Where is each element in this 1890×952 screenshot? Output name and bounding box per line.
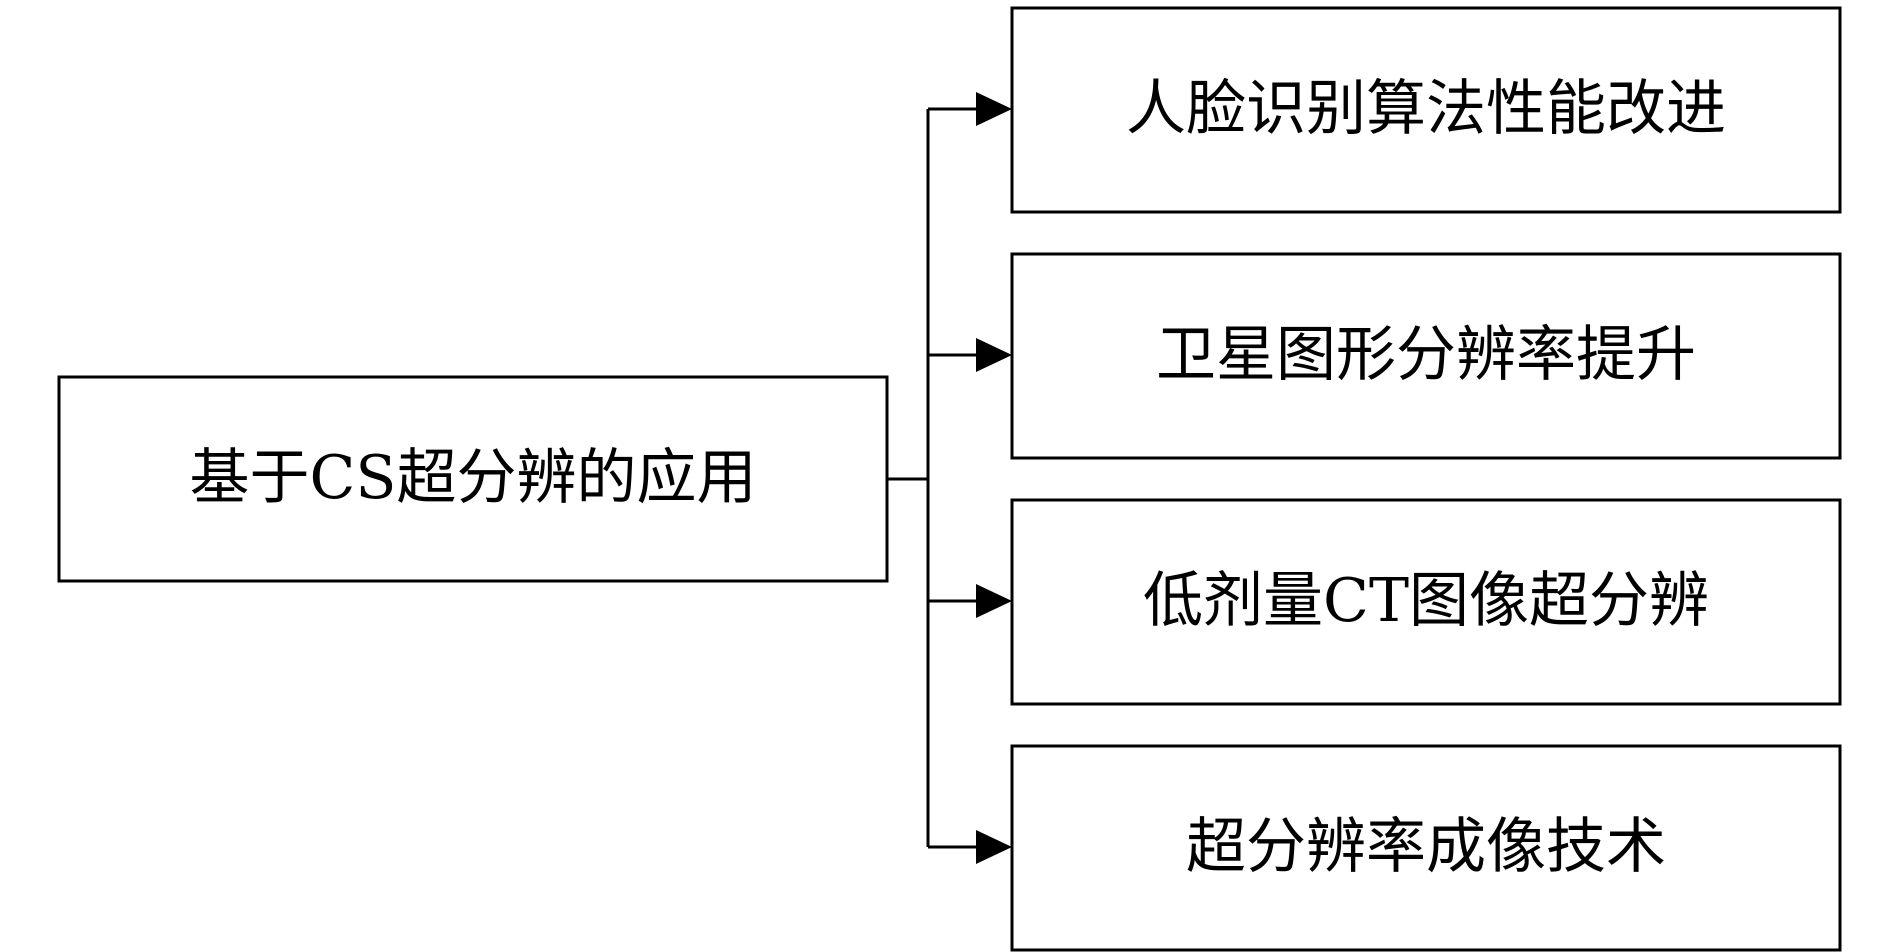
child-node-label: 超分辨率成像技术	[1186, 812, 1666, 882]
child-node-4: 超分辨率成像技术	[1010, 744, 1842, 952]
root-node-label: 基于CS超分辨的应用	[189, 443, 756, 513]
child-node-1: 人脸识别算法性能改进	[1010, 6, 1842, 214]
child-node-box	[1010, 744, 1842, 952]
child-node-3: 低剂量CT图像超分辨	[1010, 498, 1842, 706]
child-node-label: 人脸识别算法性能改进	[1126, 74, 1726, 144]
arrowhead-2	[976, 338, 1012, 372]
child-node-label: 卫星图形分辨率提升	[1156, 320, 1696, 390]
arrowhead-1	[976, 92, 1012, 126]
child-node-box	[1010, 252, 1842, 460]
child-node-2: 卫星图形分辨率提升	[1010, 252, 1842, 460]
child-node-box	[1010, 6, 1842, 214]
child-node-label: 低剂量CT图像超分辨	[1143, 566, 1709, 636]
arrowhead-3	[976, 584, 1012, 618]
child-node-box	[1010, 498, 1842, 706]
connectors	[887, 92, 1012, 864]
root-node-box	[57, 375, 889, 583]
root-node: 基于CS超分辨的应用	[57, 375, 889, 583]
arrowhead-4	[976, 830, 1012, 864]
